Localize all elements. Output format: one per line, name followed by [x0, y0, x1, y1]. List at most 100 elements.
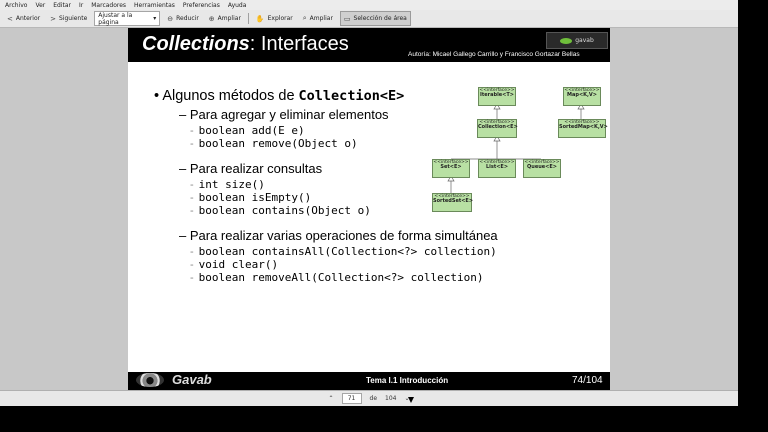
method-text: boolean containsAll(Collection<?> collec… [198, 245, 497, 258]
section-title-text: Para realizar varias operaciones de form… [189, 228, 498, 243]
arrow-head [493, 135, 501, 142]
uml-stereotype: <<interface>> [524, 160, 560, 165]
uml-name: List<E> [485, 164, 509, 170]
uml-stereotype: <<interface>> [479, 120, 515, 125]
logo-text: gavab [575, 37, 594, 44]
toolbar: < Anterior > Siguiente Ajustar a la pági… [0, 10, 738, 28]
next-button[interactable]: > Siguiente [47, 12, 90, 25]
method-item: -boolean containsAll(Collection<?> colle… [190, 245, 497, 258]
uml-name: SortedMap<K,V> [559, 124, 608, 130]
slide-title-rest: : Interfaces [249, 33, 349, 55]
mouse-cursor-icon [408, 397, 414, 403]
gem-icon [560, 37, 573, 44]
menu-marcadores[interactable]: Marcadores [91, 1, 127, 9]
heading-prefix: Algunos métodos de [162, 88, 299, 104]
uml-map: <<interface>> Map<K,V> [563, 87, 601, 106]
uml-iterable: <<interface>> Iterable<T> [478, 87, 516, 106]
uml-collection: <<interface>> Collection<E> [477, 119, 518, 138]
footer-brand: Gavab [172, 372, 212, 387]
method-item: -boolean contains(Object o) [190, 204, 371, 217]
uml-name: Iterable<T> [480, 92, 514, 98]
zoom-out-button[interactable]: ⊖ Reducir [164, 12, 202, 25]
menu-archivo[interactable]: Archivo [5, 1, 28, 9]
uml-stereotype: <<interface>> [434, 194, 470, 199]
select-area-label: Selección de área [353, 15, 407, 22]
explore-button[interactable]: ✋ Explorar [253, 12, 296, 25]
method-item: -boolean remove(Object o) [190, 137, 358, 150]
dash-icon: – [179, 228, 190, 243]
section-title-text: Para realizar consultas [189, 161, 323, 176]
uml-sortedmap: <<interface>> SortedMap<K,V> [558, 119, 608, 138]
method-item: -int size() [190, 178, 265, 191]
method-text: boolean isEmpty() [198, 191, 312, 204]
uml-stereotype: <<interface>> [479, 88, 515, 93]
dash-icon: - [190, 272, 194, 284]
uml-stereotype: <<interface>> [479, 160, 515, 165]
uml-queue: <<interface>> Queue<E> [523, 159, 561, 178]
method-item: -boolean removeAll(Collection<?> collect… [190, 271, 483, 284]
arrow-head [577, 103, 585, 110]
dash-icon: - [190, 259, 194, 271]
next-label: Siguiente [58, 15, 88, 22]
zoom-in-button[interactable]: ⊕ Ampliar [206, 12, 244, 25]
dash-icon: – [179, 107, 190, 122]
arrow-head [493, 103, 501, 110]
menu-editar[interactable]: Editar [53, 1, 71, 9]
page-number-input[interactable]: 71 [341, 393, 362, 404]
zoom-fit-select[interactable]: Ajustar a la página ▾ [94, 11, 161, 26]
uml-list: <<interface>> List<E> [478, 159, 516, 178]
menu-ir[interactable]: Ir [79, 1, 84, 9]
section-title: – Para realizar varias operaciones de fo… [179, 228, 498, 243]
slide-page: Collections: Interfaces gavab Autoría: M… [128, 28, 610, 390]
heading-code: Collection<E> [298, 88, 405, 104]
method-text: boolean removeAll(Collection<?> collecti… [198, 271, 484, 284]
method-text: boolean contains(Object o) [198, 204, 371, 217]
dash-icon: - [190, 138, 194, 150]
dash-icon: - [190, 179, 194, 191]
bullet-icon: • [154, 88, 160, 104]
menu-herramientas[interactable]: Herramientas [134, 1, 175, 9]
arrow-head [447, 175, 455, 182]
method-text: boolean add(E e) [198, 124, 305, 137]
back-button[interactable]: < Anterior [4, 12, 43, 25]
method-item: -void clear() [190, 258, 278, 271]
chevron-up-icon[interactable]: ⌃ [328, 395, 334, 402]
slide-authors: Autoría: Micael Gallego Carrillo y Franc… [408, 51, 580, 58]
magnifier-icon: ⌕ [302, 14, 307, 22]
dash-icon: – [179, 161, 190, 176]
slide-footer: Gavab Tema I.1 Introducción 74/104 [128, 372, 610, 390]
uml-name: Collection<E> [478, 124, 518, 130]
select-area-icon: ▭ [343, 14, 351, 23]
explore-label: Explorar [267, 15, 293, 22]
zoom-in-icon: ⊕ [208, 14, 215, 23]
method-text: int size() [198, 178, 265, 191]
slide-heading: • Algunos métodos de Collection<E> [154, 88, 404, 104]
uml-stereotype: <<interface>> [564, 88, 600, 93]
uml-sortedset: <<interface>> SortedSet<E> [432, 193, 473, 212]
method-item: -boolean isEmpty() [190, 191, 311, 204]
chevron-left-icon: < [7, 14, 13, 23]
footer-page-number: 74/104 [572, 375, 603, 386]
back-label: Anterior [15, 15, 41, 22]
menu-ver[interactable]: Ver [35, 1, 46, 9]
uml-name: Map<K,V> [567, 92, 597, 98]
menu-preferencias[interactable]: Preferencias [182, 1, 220, 9]
uml-name: Set<E> [440, 164, 462, 170]
zoom-out-label: Reducir [176, 15, 199, 22]
diagram-connectors [447, 103, 585, 193]
eye-logo-icon [136, 373, 164, 387]
chevron-down-icon[interactable]: ⌄ [404, 395, 410, 402]
hand-icon: ✋ [255, 14, 265, 23]
menu-ayuda[interactable]: Ayuda [227, 1, 247, 9]
magnify-label: Ampliar [309, 15, 333, 22]
uml-stereotype: <<interface>> [433, 160, 469, 165]
method-text: boolean remove(Object o) [198, 137, 358, 150]
uml-name: Queue<E> [527, 164, 557, 170]
dash-icon: - [190, 246, 194, 258]
chevron-right-icon: > [50, 14, 56, 23]
magnify-button[interactable]: ⌕ Ampliar [300, 12, 336, 25]
page-total: 104 [385, 395, 397, 402]
dash-icon: - [190, 125, 194, 137]
section-title: – Para agregar y eliminar elementos [179, 107, 389, 122]
select-area-button[interactable]: ▭ Selección de área [339, 11, 411, 26]
